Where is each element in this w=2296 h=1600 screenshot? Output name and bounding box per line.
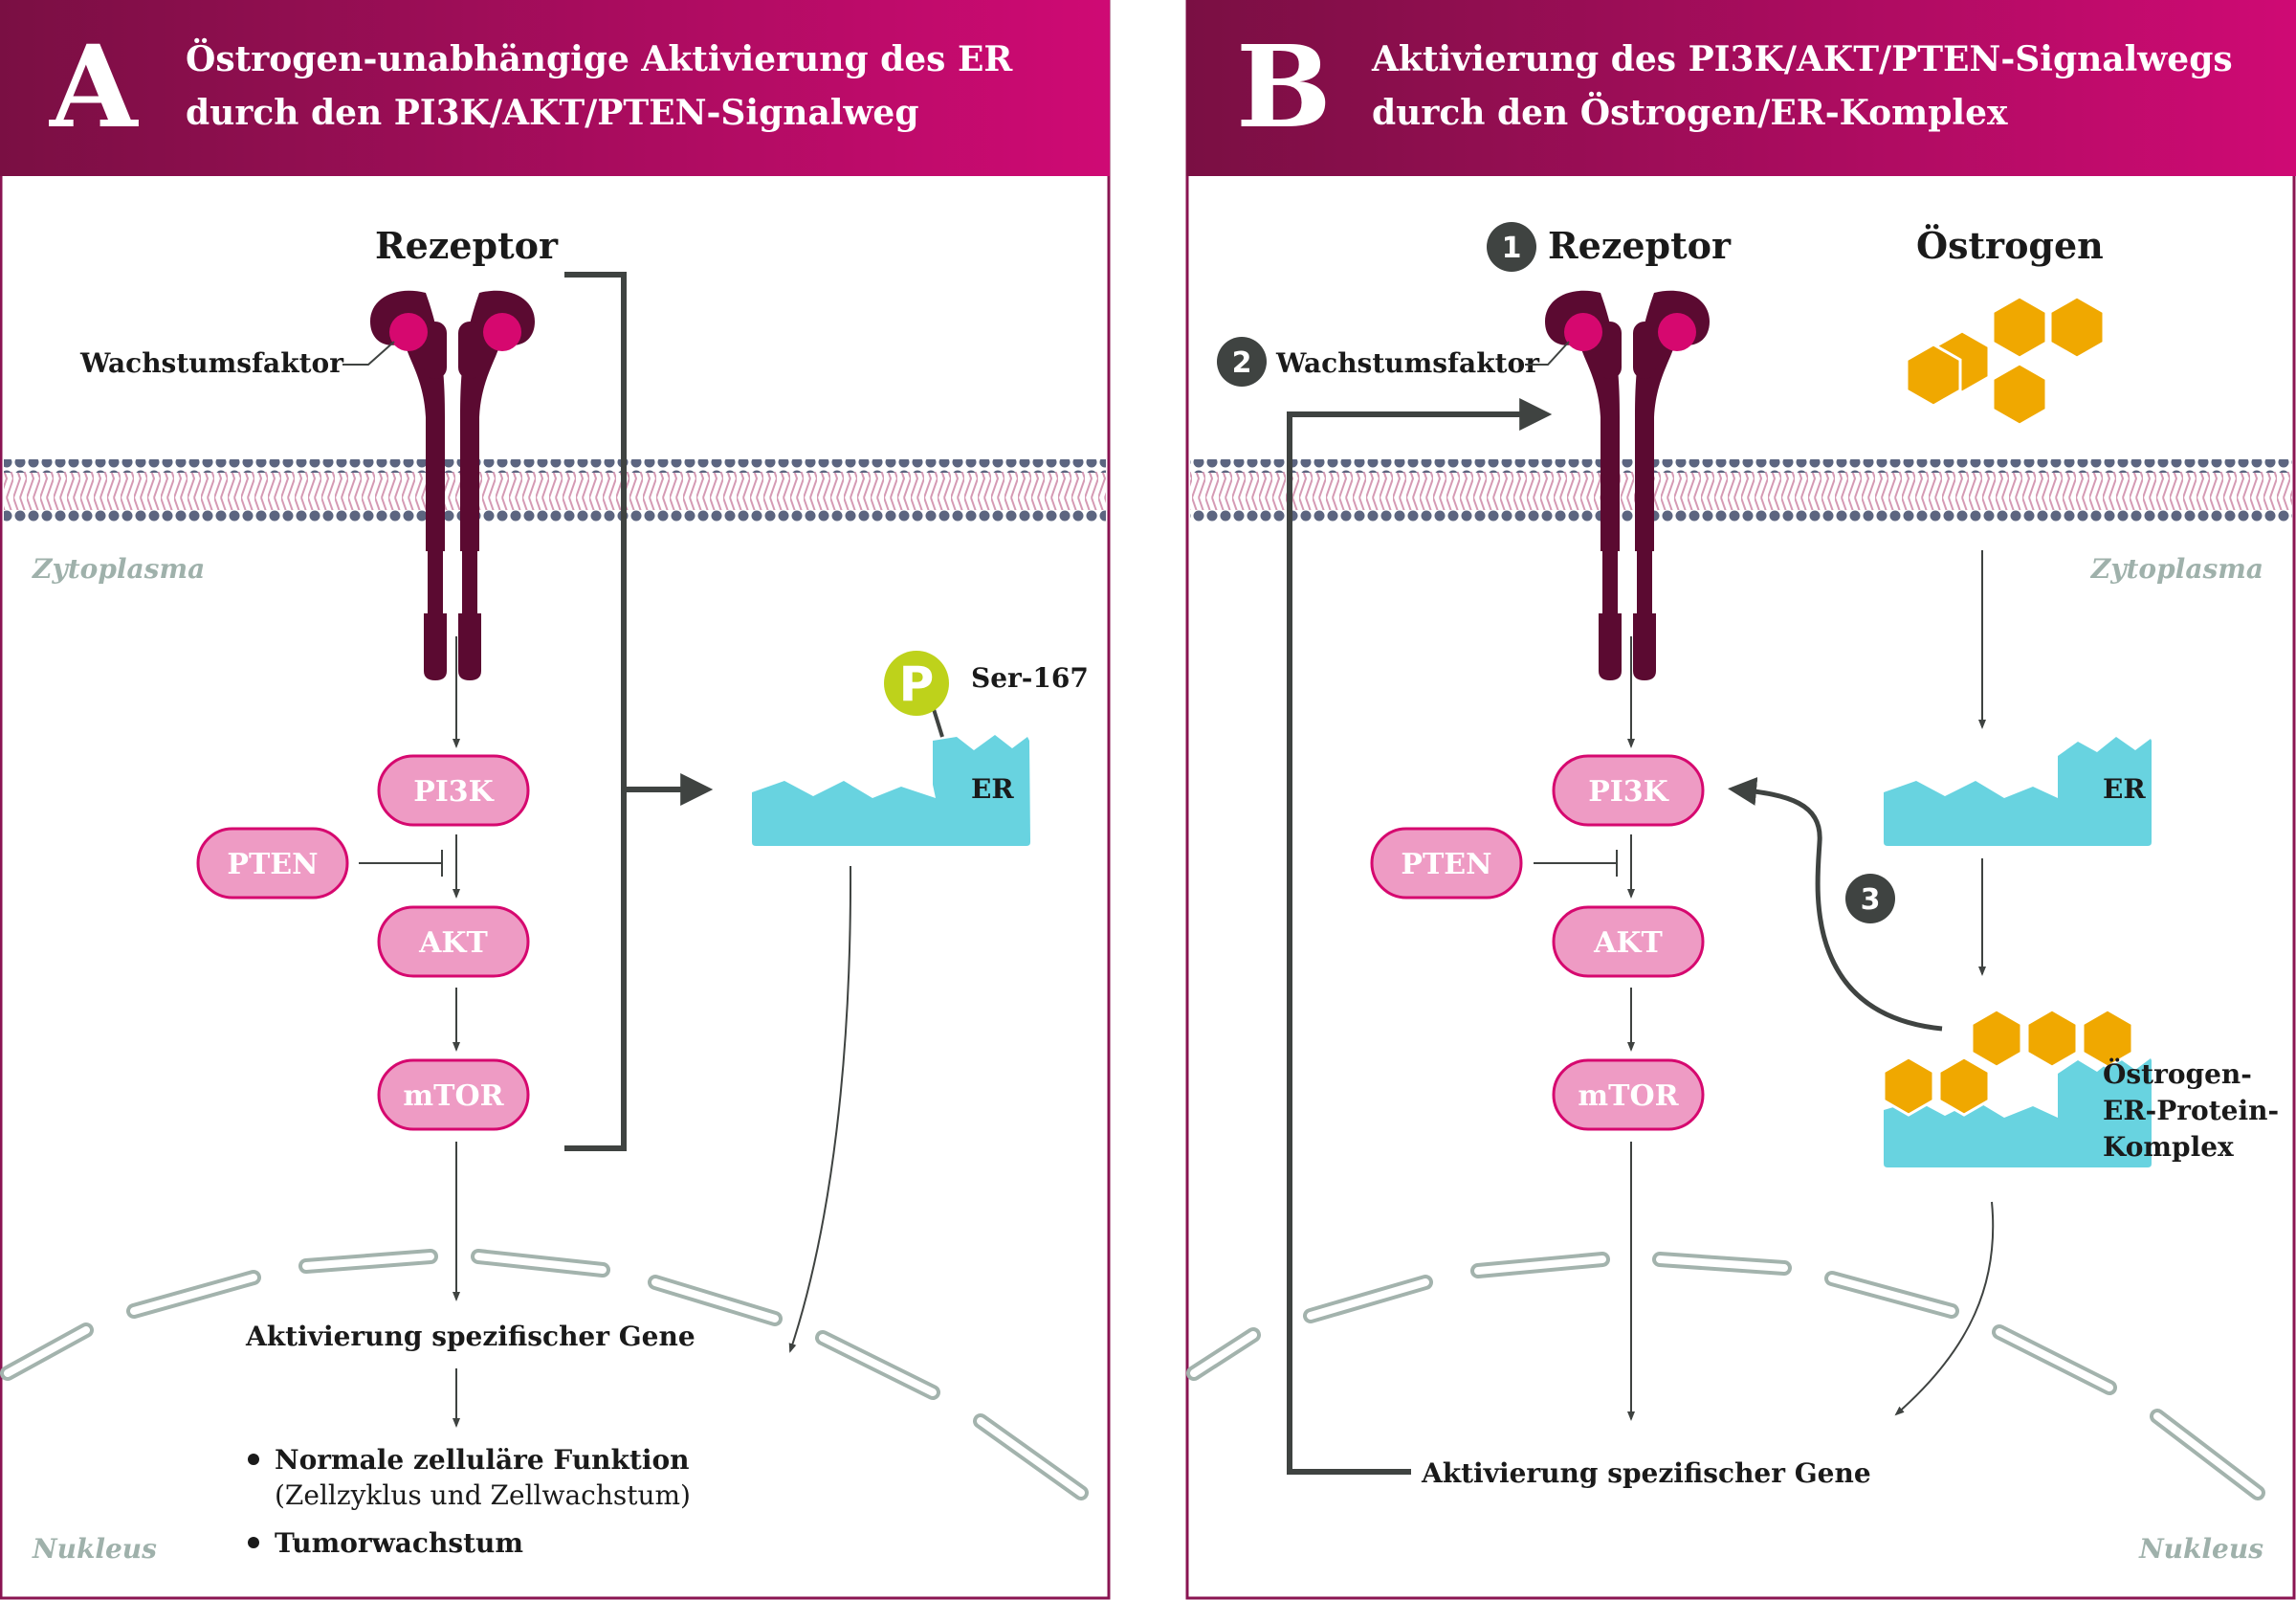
arrow-er-nucleus	[788, 865, 852, 1353]
pten-label: PTEN	[1401, 848, 1491, 881]
er-protein-icon	[752, 735, 1030, 846]
panel-b-header	[1186, 0, 2296, 176]
panel-a-letter: A	[49, 20, 139, 153]
step-3-badge	[1845, 874, 1895, 923]
growth-factor-icon	[389, 313, 428, 351]
panel-a-title-line1: Östrogen-unabhängige Aktivierung des ER	[186, 38, 1013, 79]
cell-membrane	[4, 459, 1106, 523]
pi3k-label: PI3K	[413, 775, 494, 809]
receptor-label: Rezeptor	[375, 224, 559, 267]
complex-label-line3: Komplex	[2103, 1131, 2234, 1163]
step-1-number: 1	[1502, 232, 1522, 265]
bullet-dot	[248, 1454, 259, 1465]
er-label: ER	[2103, 773, 2146, 805]
feedback-loop-arrow	[1287, 398, 1553, 1475]
pten-inhibition	[359, 850, 443, 877]
pathway-bracket	[564, 272, 627, 1151]
step-1-badge	[1487, 222, 1536, 272]
nucleus-label: Nukleus	[32, 1533, 157, 1565]
cytoplasm-label: Zytoplasma	[2090, 553, 2263, 585]
akt-label: AKT	[1593, 926, 1663, 960]
step-2-number: 2	[1232, 346, 1252, 380]
pten-inhibition	[1534, 850, 1618, 877]
akt-label: AKT	[418, 926, 488, 960]
cytoplasm-label: Zytoplasma	[32, 553, 205, 585]
er-label: ER	[971, 773, 1014, 805]
pten-node: PTEN	[196, 827, 349, 900]
receptor-label: Rezeptor	[1548, 224, 1732, 267]
pten-node: PTEN	[1370, 827, 1523, 900]
growth-factor-leader	[1525, 341, 1570, 366]
estrogen-label: Östrogen	[1916, 224, 2104, 267]
phospho-linker	[931, 705, 944, 738]
pi3k-label: PI3K	[1588, 775, 1668, 809]
mtor-label: mTOR	[403, 1079, 504, 1113]
arrow-complex-pi3k	[1728, 776, 1943, 1032]
bullet-dot	[248, 1537, 259, 1548]
panel-a: A Östrogen-unabhängige Aktivierung des E…	[0, 0, 1111, 1600]
growth-factor-label: Wachstumsfaktor	[1275, 347, 1540, 379]
estrogen-molecule-icon	[1905, 295, 2106, 427]
panel-b: B Aktivierung des PI3K/AKT/PTEN-Signalwe…	[1185, 0, 2296, 1600]
outcome-normal-function-detail: (Zellzyklus und Zellwachstum)	[275, 1479, 691, 1511]
phosphate-icon	[884, 651, 949, 716]
estrogen-er-complex-icon	[1882, 1008, 2152, 1167]
complex-label-line1: Östrogen-	[2103, 1057, 2252, 1090]
phosphate-symbol: P	[899, 656, 935, 712]
akt-node: AKT	[1552, 905, 1705, 978]
panel-a-title-line2: durch den PI3K/AKT/PTEN-Signalweg	[186, 93, 919, 133]
cell-membrane	[1190, 459, 2292, 523]
nucleus-label: Nukleus	[2138, 1533, 2263, 1565]
growth-factor-icon	[1658, 313, 1696, 351]
akt-node: AKT	[377, 905, 530, 978]
pten-label: PTEN	[227, 848, 318, 881]
panel-a-header	[0, 0, 1110, 176]
er-protein-icon	[1884, 737, 2152, 846]
gene-activation-label: Aktivierung spezifischer Gene	[1421, 1457, 1871, 1489]
outcome-normal-function: Normale zelluläre Funktion	[275, 1444, 690, 1476]
complex-label-line2: ER-Protein-	[2103, 1095, 2279, 1126]
arrow-complex-nucleus	[1894, 1201, 1995, 1416]
gene-activation-label: Aktivierung spezifischer Gene	[245, 1321, 695, 1352]
panel-b-title-line2: durch den Östrogen/ER-Komplex	[1372, 92, 2008, 133]
growth-factor-icon	[483, 313, 521, 351]
pi3k-node: PI3K	[1552, 754, 1705, 827]
growth-factor-leader	[342, 341, 395, 366]
panel-b-letter: B	[1236, 20, 1332, 153]
phospho-site-label: Ser-167	[971, 662, 1089, 694]
step-3-number: 3	[1861, 883, 1881, 917]
step-2-badge	[1217, 337, 1267, 387]
mtor-node: mTOR	[377, 1058, 530, 1131]
outcome-tumor-growth: Tumorwachstum	[275, 1527, 523, 1559]
pi3k-node: PI3K	[377, 754, 530, 827]
growth-factor-icon	[1564, 313, 1602, 351]
growth-factor-label: Wachstumsfaktor	[79, 347, 344, 379]
panel-b-title-line1: Aktivierung des PI3K/AKT/PTEN-Signalwegs	[1371, 39, 2233, 79]
mtor-node: mTOR	[1552, 1058, 1705, 1131]
mtor-label: mTOR	[1578, 1079, 1679, 1113]
nucleus-envelope-inner	[1190, 1256, 2262, 1497]
nucleus-envelope-inner	[4, 1253, 1085, 1497]
